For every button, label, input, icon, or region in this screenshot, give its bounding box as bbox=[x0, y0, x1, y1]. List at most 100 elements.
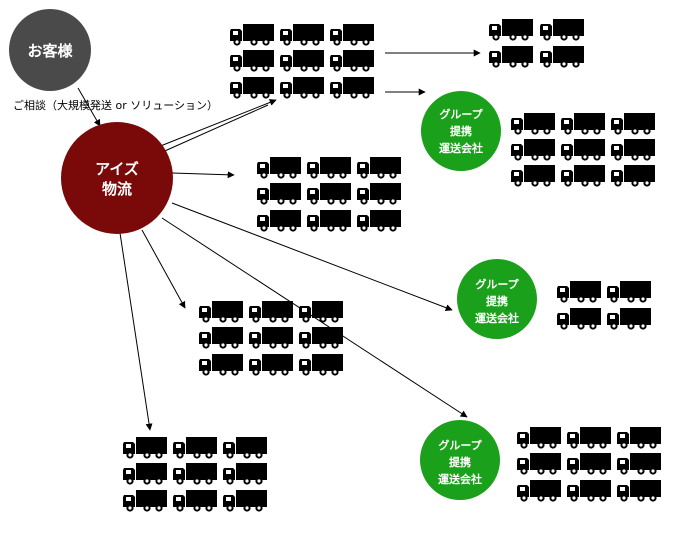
truck-fleet-lower-middle bbox=[199, 301, 343, 376]
truck-icon bbox=[173, 437, 217, 459]
truck-icon bbox=[617, 453, 661, 475]
partner-1-line-2: 提携 bbox=[450, 124, 472, 138]
truck-icon bbox=[230, 24, 274, 46]
truck-icon bbox=[607, 308, 651, 330]
truck-icon bbox=[280, 50, 324, 72]
consultation-label: ご相談（大規模発送 or ソリューション） bbox=[13, 98, 218, 112]
izu-logistics-label-line-2: 物流 bbox=[102, 180, 132, 198]
truck-icon bbox=[299, 301, 343, 323]
truck-icon bbox=[330, 24, 374, 46]
arrow-customer-to-izu bbox=[77, 87, 101, 127]
partner-1-line-3: 運送会社 bbox=[439, 141, 483, 155]
truck-icon bbox=[511, 139, 555, 161]
truck-icon bbox=[249, 354, 293, 376]
izu-logistics-node: アイズ 物流 bbox=[61, 122, 173, 234]
truck-fleet-partner-2 bbox=[557, 281, 651, 330]
truck-icon bbox=[123, 463, 167, 485]
truck-icon bbox=[199, 327, 243, 349]
partner-3-line-3: 運送会社 bbox=[438, 472, 482, 486]
arrow-izu-to-fleet-middle bbox=[171, 171, 235, 179]
truck-icon bbox=[357, 183, 401, 205]
truck-fleet-bottom-left bbox=[123, 437, 267, 512]
truck-icon bbox=[257, 210, 301, 232]
truck-fleet-partner-3 bbox=[517, 427, 661, 502]
partner-node-3: グループ 提携 運送会社 bbox=[420, 420, 500, 500]
truck-icon bbox=[489, 19, 533, 41]
truck-icon bbox=[540, 46, 584, 68]
customer-label: お客様 bbox=[27, 42, 73, 60]
truck-fleet-top bbox=[230, 24, 374, 99]
partner-3-line-1: グループ bbox=[438, 438, 482, 452]
truck-icon bbox=[307, 157, 351, 179]
truck-icon bbox=[199, 354, 243, 376]
truck-icon bbox=[199, 301, 243, 323]
truck-icon bbox=[511, 113, 555, 135]
truck-icon bbox=[567, 453, 611, 475]
partner-node-2: グループ 提携 運送会社 bbox=[457, 259, 537, 339]
truck-icon bbox=[257, 183, 301, 205]
partner-2-line-2: 提携 bbox=[486, 294, 508, 308]
truck-icon bbox=[567, 427, 611, 449]
truck-icon bbox=[307, 183, 351, 205]
arrow-izu-to-fleet-top bbox=[157, 99, 277, 148]
truck-icon bbox=[280, 24, 324, 46]
truck-icon bbox=[330, 50, 374, 72]
truck-icon bbox=[517, 480, 561, 502]
truck-icon bbox=[561, 165, 605, 187]
truck-icon bbox=[223, 490, 267, 512]
partner-circle-3 bbox=[420, 420, 500, 500]
truck-fleet-middle bbox=[257, 157, 401, 232]
truck-icon bbox=[357, 210, 401, 232]
truck-icon bbox=[517, 453, 561, 475]
partner-node-1: グループ 提携 運送会社 bbox=[421, 91, 501, 171]
truck-icon bbox=[299, 354, 343, 376]
arrow-izu-to-partner-2 bbox=[171, 202, 453, 312]
truck-icon bbox=[249, 327, 293, 349]
arrow-izu-to-fleet-bottom-left bbox=[119, 232, 153, 431]
customer-circle bbox=[9, 9, 91, 91]
truck-icon bbox=[173, 490, 217, 512]
partner-circle-2 bbox=[457, 259, 537, 339]
truck-icon bbox=[557, 281, 601, 303]
truck-icon bbox=[511, 165, 555, 187]
truck-icon bbox=[173, 463, 217, 485]
truck-icon bbox=[330, 77, 374, 99]
truck-icon bbox=[617, 480, 661, 502]
izu-logistics-label-line-1: アイズ bbox=[95, 160, 139, 178]
partner-3-line-2: 提携 bbox=[449, 455, 471, 469]
truck-icon bbox=[299, 327, 343, 349]
truck-icon bbox=[249, 301, 293, 323]
izu-logistics-circle bbox=[61, 122, 173, 234]
truck-icon bbox=[611, 165, 655, 187]
truck-icon bbox=[611, 139, 655, 161]
truck-icon bbox=[617, 427, 661, 449]
arrow-fleet-top-to-izu bbox=[157, 104, 269, 155]
truck-icon bbox=[611, 113, 655, 135]
truck-fleet-partner-1 bbox=[511, 113, 655, 187]
truck-icon bbox=[607, 281, 651, 303]
truck-icon bbox=[280, 77, 324, 99]
arrows-layer bbox=[77, 49, 481, 431]
truck-icon bbox=[223, 437, 267, 459]
arrow-izu-to-fleet-lower-middle bbox=[141, 229, 186, 309]
partner-1-line-1: グループ bbox=[439, 107, 483, 121]
truck-fleet-top-right bbox=[489, 19, 584, 68]
partner-2-line-3: 運送会社 bbox=[475, 311, 519, 325]
truck-icon bbox=[123, 437, 167, 459]
customer-node: お客様 bbox=[9, 9, 91, 91]
truck-icon bbox=[561, 139, 605, 161]
truck-icon bbox=[557, 308, 601, 330]
partner-circle-1 bbox=[421, 91, 501, 171]
truck-icon bbox=[307, 210, 351, 232]
truck-icon bbox=[123, 490, 167, 512]
partner-2-line-1: グループ bbox=[475, 277, 519, 291]
truck-icon bbox=[517, 427, 561, 449]
truck-icon bbox=[489, 46, 533, 68]
truck-icon bbox=[257, 157, 301, 179]
truck-icon bbox=[230, 77, 274, 99]
truck-icon bbox=[230, 50, 274, 72]
truck-icon bbox=[223, 463, 267, 485]
truck-icon bbox=[567, 480, 611, 502]
truck-icon bbox=[561, 113, 605, 135]
